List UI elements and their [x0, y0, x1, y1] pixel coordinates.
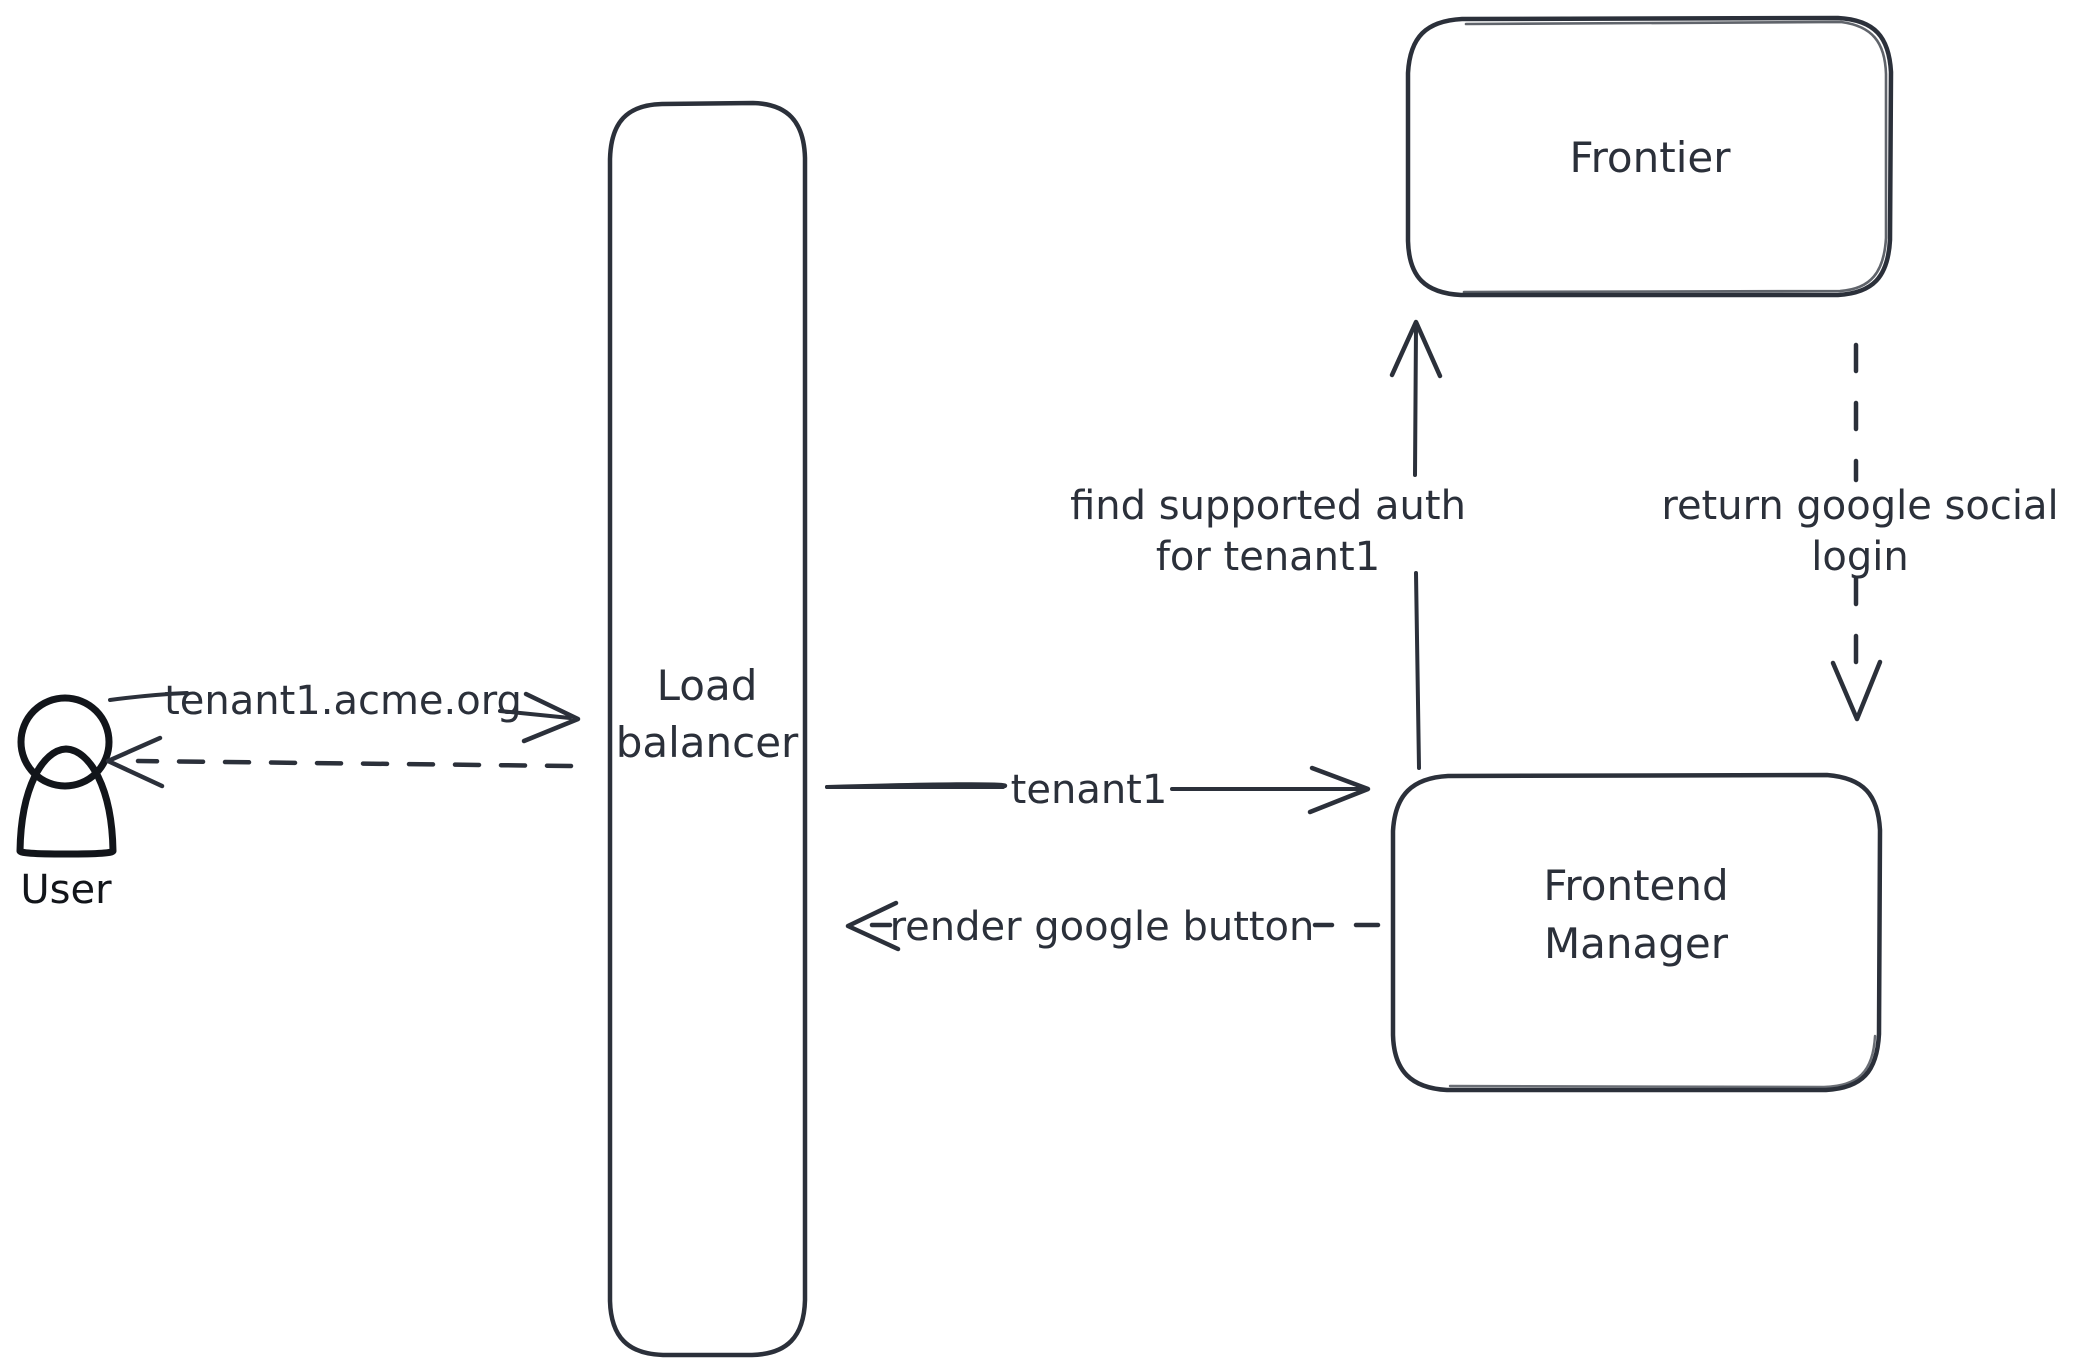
edge-lb-to-fm-label: tenant1: [1011, 767, 1168, 813]
edge-load-balancer-to-frontend-manager: tenant1: [825, 765, 1371, 815]
edge-frontend-manager-to-load-balancer: render google button: [845, 900, 1381, 952]
load-balancer-label-line1: Load: [657, 661, 758, 710]
edge-user-to-lb-label: tenant1.acme.org: [164, 678, 522, 724]
frontier-shape: [1405, 15, 1894, 298]
edge-load-balancer-to-user: [105, 735, 574, 789]
frontend-manager-shape-sketch: [1448, 1034, 1877, 1089]
frontier-shape-sketch: [1462, 20, 1888, 294]
edge-frontier-to-fm-label-line2: login: [1811, 534, 1908, 580]
frontend-manager-label-line1: Frontend: [1543, 861, 1728, 910]
edge-fm-to-frontier-label-line1: find supported auth: [1070, 483, 1466, 529]
frontend-manager-shape: [1390, 772, 1883, 1093]
edge-lb-to-fm-arrowhead: [1307, 765, 1371, 815]
user-body-icon: [16, 745, 117, 858]
edge-fm-to-frontier-line-lower: [1414, 571, 1421, 770]
frontier-label: Frontier: [1569, 133, 1731, 182]
edge-user-to-lb-line-left: [108, 691, 189, 702]
edge-user-to-load-balancer: tenant1.acme.org: [108, 678, 581, 744]
node-frontier[interactable]: Frontier: [1405, 15, 1894, 298]
edge-fm-to-lb-label: render google button: [890, 904, 1315, 950]
edge-lb-to-user-arrowhead: [105, 735, 165, 789]
load-balancer-label-line2: balancer: [616, 718, 799, 767]
edge-fm-to-frontier-label-line2: for tenant1: [1156, 534, 1380, 580]
edge-frontier-to-fm-label-line1: return google social: [1661, 483, 2058, 529]
load-balancer-shape: [607, 100, 808, 1358]
edge-frontier-to-frontend-manager: return google social login: [1661, 342, 2059, 722]
actor-user: User: [16, 694, 117, 913]
edge-fm-to-frontier-arrowhead: [1389, 319, 1443, 379]
edge-user-to-lb-line-right: [498, 709, 572, 720]
edge-lb-to-user-line: [135, 758, 574, 769]
user-head-icon: [17, 694, 113, 790]
frontend-manager-label-line2: Manager: [1544, 919, 1729, 968]
edge-user-to-lb-arrowhead: [521, 691, 581, 744]
node-load-balancer[interactable]: Load balancer: [607, 100, 808, 1358]
edge-frontend-manager-to-frontier: find supported auth for tenant1: [1070, 319, 1466, 770]
edge-fm-to-lb-arrowhead: [845, 900, 901, 952]
edge-frontier-to-fm-arrowhead: [1830, 659, 1883, 722]
actor-user-label: User: [20, 867, 112, 913]
node-frontend-manager[interactable]: Frontend Manager: [1390, 772, 1883, 1093]
edge-fm-to-frontier-line-upper: [1413, 324, 1418, 477]
